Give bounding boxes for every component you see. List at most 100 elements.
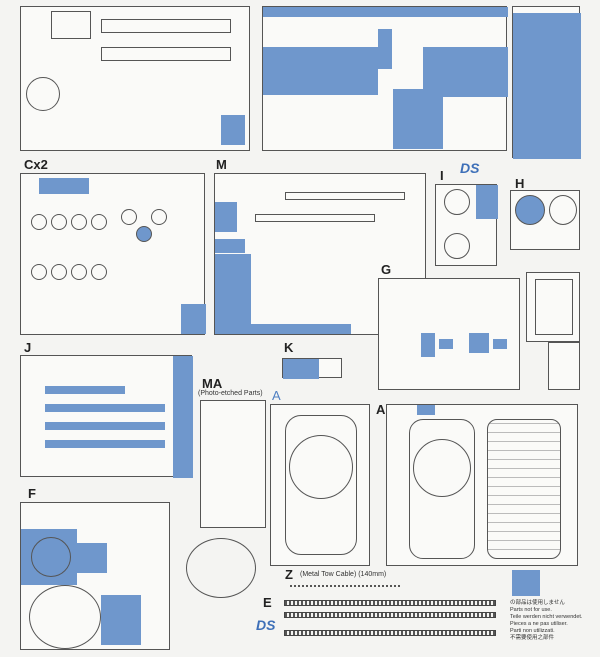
- sprue-g: [378, 278, 520, 390]
- unused-part: [215, 239, 245, 253]
- sprue-f: [20, 502, 170, 650]
- road-wheel: [151, 209, 167, 225]
- sprue-g-right: [526, 272, 580, 342]
- unused-part: [77, 543, 107, 573]
- road-wheel: [51, 214, 67, 230]
- unused-part: [173, 356, 193, 478]
- road-wheel: [91, 264, 107, 280]
- part: [444, 233, 470, 259]
- sprue-label-cx2: Cx2: [24, 157, 48, 172]
- sprue-i: [435, 184, 498, 266]
- unused-part: [421, 333, 435, 357]
- track-link-upper: [284, 600, 496, 606]
- hull-outline: [409, 419, 475, 559]
- unused-part: [45, 386, 125, 394]
- unused-part: [251, 324, 351, 334]
- sprue-a-left: [270, 404, 370, 566]
- sprue-label-k: K: [284, 340, 294, 355]
- ds-logo: DS: [460, 160, 480, 176]
- unused-wheel: [136, 226, 152, 242]
- road-wheel: [71, 214, 87, 230]
- note-line: の部品は使用しません: [510, 600, 565, 606]
- tow-cable: [290, 585, 400, 589]
- sprue-label-ma: MA: [202, 376, 223, 391]
- unused-part: [45, 440, 165, 448]
- unused-part: [378, 29, 392, 69]
- unused-wheel: [515, 195, 545, 225]
- sprue-cx2: [20, 173, 206, 335]
- note-line: Pieces a ne pas utiliser.: [510, 621, 568, 627]
- part: [26, 77, 60, 111]
- sprue-k: [282, 358, 342, 379]
- part: [101, 19, 231, 33]
- part: [31, 537, 71, 577]
- part: [29, 585, 101, 649]
- part: [285, 192, 405, 200]
- part: [549, 195, 577, 225]
- unused-part: [469, 333, 489, 353]
- unused-part: [439, 339, 453, 349]
- road-wheel: [51, 264, 67, 280]
- sprue-right-small: [548, 342, 580, 390]
- hull: [289, 435, 353, 499]
- unused-parts-note: の部品は使用しません Parts not for use. Teile werd…: [510, 600, 582, 642]
- hull-outline: [285, 415, 357, 555]
- unused-part: [417, 405, 435, 415]
- road-wheel: [31, 214, 47, 230]
- note-line: 不需要使用之部件: [510, 635, 555, 641]
- sprue-j: [20, 355, 193, 478]
- turret-part: [186, 538, 256, 598]
- unused-part: [513, 13, 581, 159]
- legend-swatch: [512, 570, 540, 596]
- sprue-top-left: [20, 6, 250, 151]
- part: [535, 279, 573, 335]
- part: [444, 189, 470, 215]
- sprue-b: [262, 6, 508, 151]
- part: [101, 47, 231, 61]
- unused-part: [181, 304, 206, 334]
- sprue-label-m: M: [216, 157, 227, 172]
- unused-part: [263, 7, 508, 17]
- unused-part: [45, 404, 165, 412]
- hull: [413, 439, 471, 497]
- road-wheel: [121, 209, 137, 225]
- note-line: Parts not for use.: [510, 607, 552, 613]
- part: [51, 11, 91, 39]
- sprue-label-g: G: [381, 262, 392, 277]
- road-wheel: [91, 214, 107, 230]
- sprue-ma: [200, 400, 266, 528]
- sprue-label-e: E: [263, 595, 272, 610]
- unused-part: [493, 339, 507, 349]
- road-wheel: [71, 264, 87, 280]
- road-wheel: [31, 264, 47, 280]
- track-link-lower: [284, 630, 496, 636]
- note-line: Parti non utilizzati.: [510, 628, 555, 634]
- ds-logo: DS: [256, 617, 276, 633]
- sprue-label-j: J: [24, 340, 32, 355]
- unused-part: [423, 47, 508, 97]
- sprue-label-f: F: [28, 486, 36, 501]
- sprue-top-right: [512, 6, 581, 159]
- sprue-h: [510, 190, 580, 250]
- sprue-label-z: Z: [285, 567, 293, 582]
- unused-part: [263, 47, 378, 95]
- note-line: Teile werden nicht verwendet.: [510, 614, 583, 620]
- unused-part: [393, 89, 443, 149]
- sprue-label-a-right: A: [376, 402, 386, 417]
- unused-part: [283, 359, 319, 379]
- unused-part: [215, 202, 237, 232]
- sprue-label-z-sub: (Metal Tow Cable) (140mm): [300, 571, 387, 578]
- sprue-a-right: [386, 404, 578, 566]
- part: [255, 214, 375, 222]
- sprue-label-i: I: [440, 168, 444, 183]
- unused-part: [45, 422, 165, 430]
- sprue-label-a-left: A: [272, 388, 281, 403]
- track-link-middle: [284, 612, 496, 618]
- unused-part: [39, 178, 89, 194]
- unused-part: [215, 254, 251, 334]
- sprue-label-ma-sub: (Photo-etched Parts): [198, 390, 263, 397]
- sprue-m: [214, 173, 426, 335]
- unused-part: [101, 595, 141, 645]
- unused-part: [476, 185, 498, 219]
- unused-part: [221, 115, 245, 145]
